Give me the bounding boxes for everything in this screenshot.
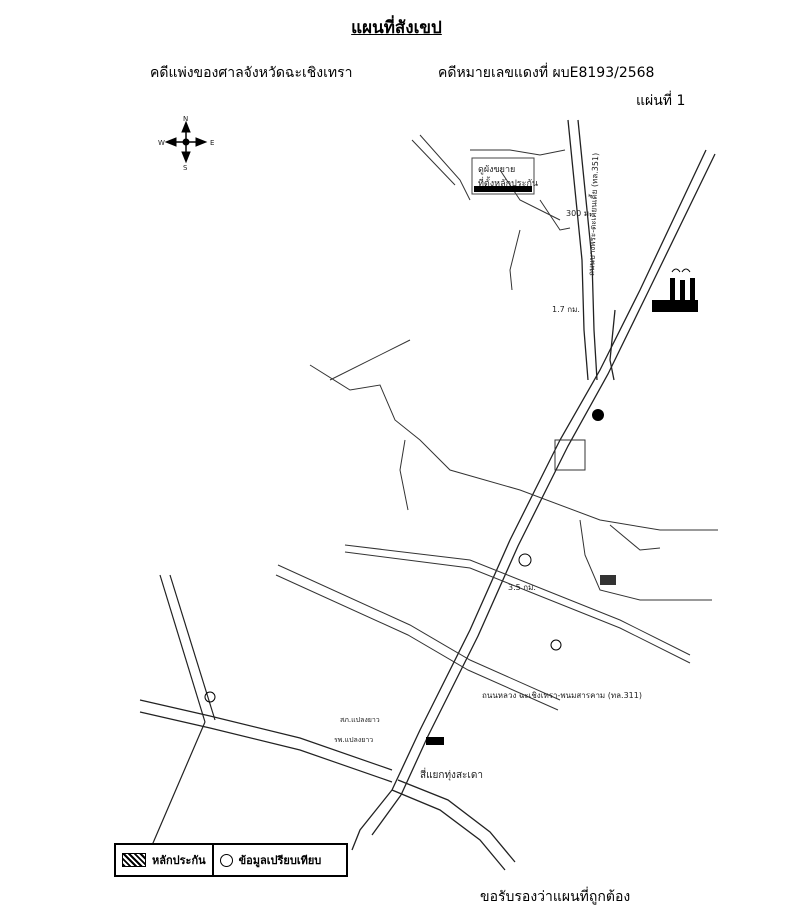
- school-icon: [426, 737, 444, 745]
- police-label: สภ.แปลงยาว: [340, 716, 380, 724]
- legend-comparable-label: ข้อมูลเปรียบเทียบ: [238, 854, 322, 867]
- callout-box: [471, 157, 535, 195]
- comparable-marker-1: [518, 553, 532, 567]
- circle-swatch-icon: [219, 853, 233, 867]
- callout-line-2: ที่ตั้งหลักประกัน: [478, 176, 538, 189]
- sheet-number: แผ่นที่ 1: [636, 93, 686, 109]
- compass-n: N: [183, 115, 188, 123]
- junction-label: สี่แยกทุ่งสะเดา: [420, 767, 483, 781]
- callout-line-1: ดูผังขยาย: [478, 165, 515, 175]
- distance-3-5: 3.5 กม.: [508, 583, 536, 592]
- compass-w: W: [158, 139, 165, 147]
- hatch-swatch-icon: [122, 853, 146, 867]
- distance-300: 300 ม.: [566, 209, 592, 218]
- court-name: คดีแพ่งของศาลจังหวัดฉะเชิงเทรา: [150, 65, 353, 81]
- highway-311: [351, 779, 516, 871]
- secondary-roads: [275, 134, 718, 711]
- map-legend: หลักประกัน ข้อมูลเปรียบเทียบ: [114, 843, 348, 877]
- west-road: [139, 574, 393, 851]
- collateral-marker: [474, 186, 532, 192]
- main-highway: [391, 149, 716, 796]
- temple-icon: [592, 409, 604, 421]
- case-number: คดีหมายเลขแดงที่ ผบE8193/2568: [438, 65, 655, 81]
- compass-s: S: [183, 164, 188, 172]
- railway-block: [554, 439, 586, 471]
- legend-comparable: ข้อมูลเปรียบเทียบ: [214, 845, 328, 875]
- legend-collateral: หลักประกัน: [116, 845, 214, 875]
- factory-icon: [652, 268, 698, 312]
- road-311-label: ถนนหลวง ฉะเชิงเทรา-พนมสารคาม (ทล.311): [482, 691, 642, 700]
- legend-collateral-label: หลักประกัน: [152, 854, 206, 867]
- compass-e: E: [210, 139, 214, 147]
- hospital-label: รพ.แปลงยาว: [334, 736, 373, 744]
- compass-icon: [164, 120, 208, 164]
- page-title: แผนที่สังเขป: [351, 18, 442, 38]
- building-icon: [600, 575, 616, 585]
- certify-note: ขอรับรองว่าแผนที่ถูกต้อง: [480, 889, 631, 905]
- distance-1-7: 1.7 กม.: [552, 305, 580, 314]
- comparable-marker-2: [550, 639, 562, 651]
- comparable-marker-3: [204, 691, 216, 703]
- highway-351: [567, 119, 598, 381]
